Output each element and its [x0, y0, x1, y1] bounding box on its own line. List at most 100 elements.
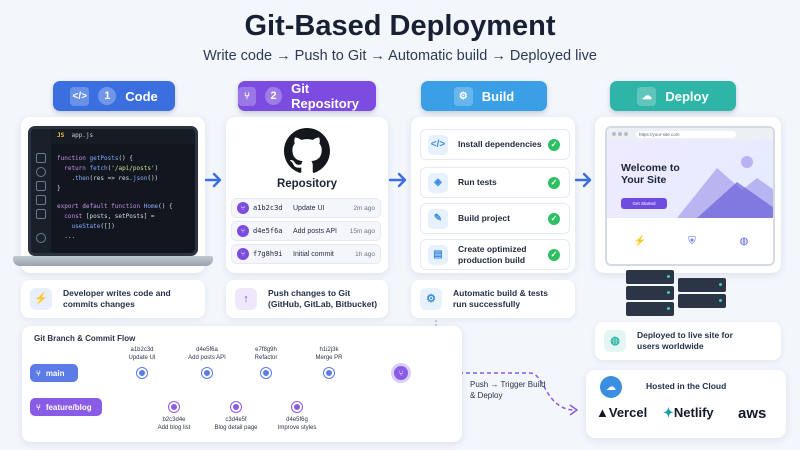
- code-line: return fetch('/api/posts'): [64, 165, 159, 172]
- cloud-icon: ☁: [600, 376, 622, 398]
- lightning-icon: ⚡: [30, 288, 52, 310]
- code-line: .then(res => res.json()): [57, 175, 159, 182]
- vercel-logo: ▲Vercel: [596, 405, 647, 420]
- description-text: Deployed to live site for users worldwid…: [637, 330, 733, 351]
- commit-message: Add blog list: [157, 425, 191, 431]
- commit-row[interactable]: ⑂ d4e5f6a Add posts API 15m ago: [231, 221, 381, 241]
- git-branch-icon: ⑂: [36, 368, 41, 378]
- feature-branch-tag[interactable]: ⑂ feature/blog: [30, 398, 102, 416]
- window-dot: [612, 132, 616, 136]
- commit-row[interactable]: ⑂ f7g8h9i Initial commit 1h ago: [231, 244, 381, 264]
- wrench-icon: ✎: [428, 208, 448, 229]
- trigger-note: Push → Trigger Build & Deploy: [470, 380, 546, 400]
- extensions-icon: [36, 209, 46, 219]
- commit-time: 2m ago: [353, 204, 375, 212]
- document-icon: ▤: [428, 244, 448, 265]
- build-step-tests: ◈ Run tests ✓: [420, 167, 570, 198]
- commit-node[interactable]: [324, 368, 334, 378]
- commit-hash: f7g8h9i: [253, 250, 283, 258]
- commit-hash: d4e5f6g: [286, 417, 308, 423]
- description-text: Developer writes code and commits change…: [63, 288, 171, 309]
- step-label: Build: [481, 88, 515, 104]
- commit-icon: ⑂: [237, 225, 249, 237]
- server-rack: [626, 270, 754, 316]
- vendor-name: Netlify: [673, 405, 714, 420]
- code-line: ...: [57, 233, 76, 240]
- branch-label: feature/blog: [45, 402, 92, 412]
- commit-time: 1h ago: [355, 250, 375, 258]
- commit-hash: a1b2c3d: [130, 347, 154, 353]
- commit-message: Add posts API: [188, 355, 226, 361]
- bug-icon: [36, 195, 46, 205]
- globe-icon: ◍: [739, 235, 749, 247]
- merge-node[interactable]: ⑂: [391, 363, 411, 383]
- git-branch-icon: ⑂: [238, 86, 257, 106]
- hosting-title: Hosted in the Cloud: [646, 381, 727, 391]
- code-line: useState([]): [71, 223, 115, 230]
- gear-icon: ⚙: [420, 288, 442, 310]
- step-deploy-pill: ☁ Deploy: [610, 81, 736, 111]
- description-text: Automatic build & tests run successfully: [453, 288, 548, 309]
- check-icon: ✓: [548, 138, 560, 151]
- shield-icon: ⛨: [688, 235, 696, 247]
- commit-message: Initial commit: [293, 250, 334, 258]
- get-started-button[interactable]: Get Started: [621, 198, 667, 209]
- window-dot: [618, 132, 622, 136]
- check-icon: ✓: [548, 176, 560, 189]
- globe-icon: ◍: [604, 330, 626, 352]
- commit-row[interactable]: ⑂ a1b2c3d Update UI 2m ago: [231, 198, 381, 218]
- step-code-pill: </> 1 Code: [53, 81, 175, 111]
- netlify-icon: ✦: [663, 405, 674, 420]
- commit-message: Add posts API: [293, 227, 337, 235]
- js-badge: JS: [57, 132, 65, 139]
- commit-node[interactable]: [231, 402, 241, 412]
- commit-node[interactable]: [137, 368, 147, 378]
- branch-label: main: [45, 368, 65, 378]
- commit-message: Merge PR: [315, 355, 343, 361]
- git-branch-icon: ⑂: [36, 402, 41, 412]
- code-line: const [posts, setPosts] =: [64, 213, 155, 220]
- code-icon: </>: [428, 134, 448, 155]
- main-branch-tag[interactable]: ⑂ main: [30, 364, 78, 382]
- tab-label: app.js: [71, 132, 94, 139]
- commit-hash: e7f8g9h: [255, 347, 277, 353]
- build-description: ⚙ Automatic build & tests run successful…: [411, 280, 575, 318]
- editor-tab[interactable]: JS app.js: [57, 132, 93, 139]
- github-icon: [284, 128, 330, 173]
- commit-node[interactable]: [292, 402, 302, 412]
- page-subtitle: Write code → Push to Git → Automatic bui…: [203, 48, 597, 64]
- settings-icon: [36, 233, 46, 243]
- commit-message: Update UI: [128, 355, 156, 361]
- step-label: Deploy: [665, 88, 709, 104]
- build-step-label: Run tests: [458, 177, 497, 187]
- step-repository-pill: ⑂ 2 Git Repository: [238, 81, 376, 111]
- repository-description: ↑ Push changes to Git (GitHub, GitLab, B…: [226, 280, 388, 318]
- address-bar[interactable]: https://your-site.com: [636, 130, 736, 138]
- lightning-icon: ⚡: [633, 235, 647, 247]
- build-step-label: Create optimized production build: [458, 243, 527, 265]
- check-icon: ✓: [548, 248, 560, 261]
- window-dot: [624, 132, 628, 136]
- commit-hash: c3d4e5f: [225, 417, 247, 423]
- code-line: function getPosts() {: [57, 155, 133, 162]
- commit-node[interactable]: [202, 368, 212, 378]
- aws-logo: aws: [738, 405, 766, 422]
- upload-arrow-icon: ↑: [235, 288, 257, 310]
- step-number: 1: [98, 87, 117, 105]
- commit-hash: b2c3d4e: [162, 417, 186, 423]
- commit-message: Improve styles: [277, 425, 317, 431]
- step-number: 2: [265, 87, 283, 105]
- repository-title: Repository: [276, 178, 338, 190]
- step-label: Code: [125, 88, 158, 104]
- commit-node[interactable]: [261, 368, 271, 378]
- commit-node[interactable]: [169, 402, 179, 412]
- commit-icon: ⑂: [237, 248, 249, 260]
- files-icon: [36, 153, 46, 163]
- commit-hash: d4e5f6a: [253, 227, 283, 235]
- code-line: }: [57, 185, 61, 192]
